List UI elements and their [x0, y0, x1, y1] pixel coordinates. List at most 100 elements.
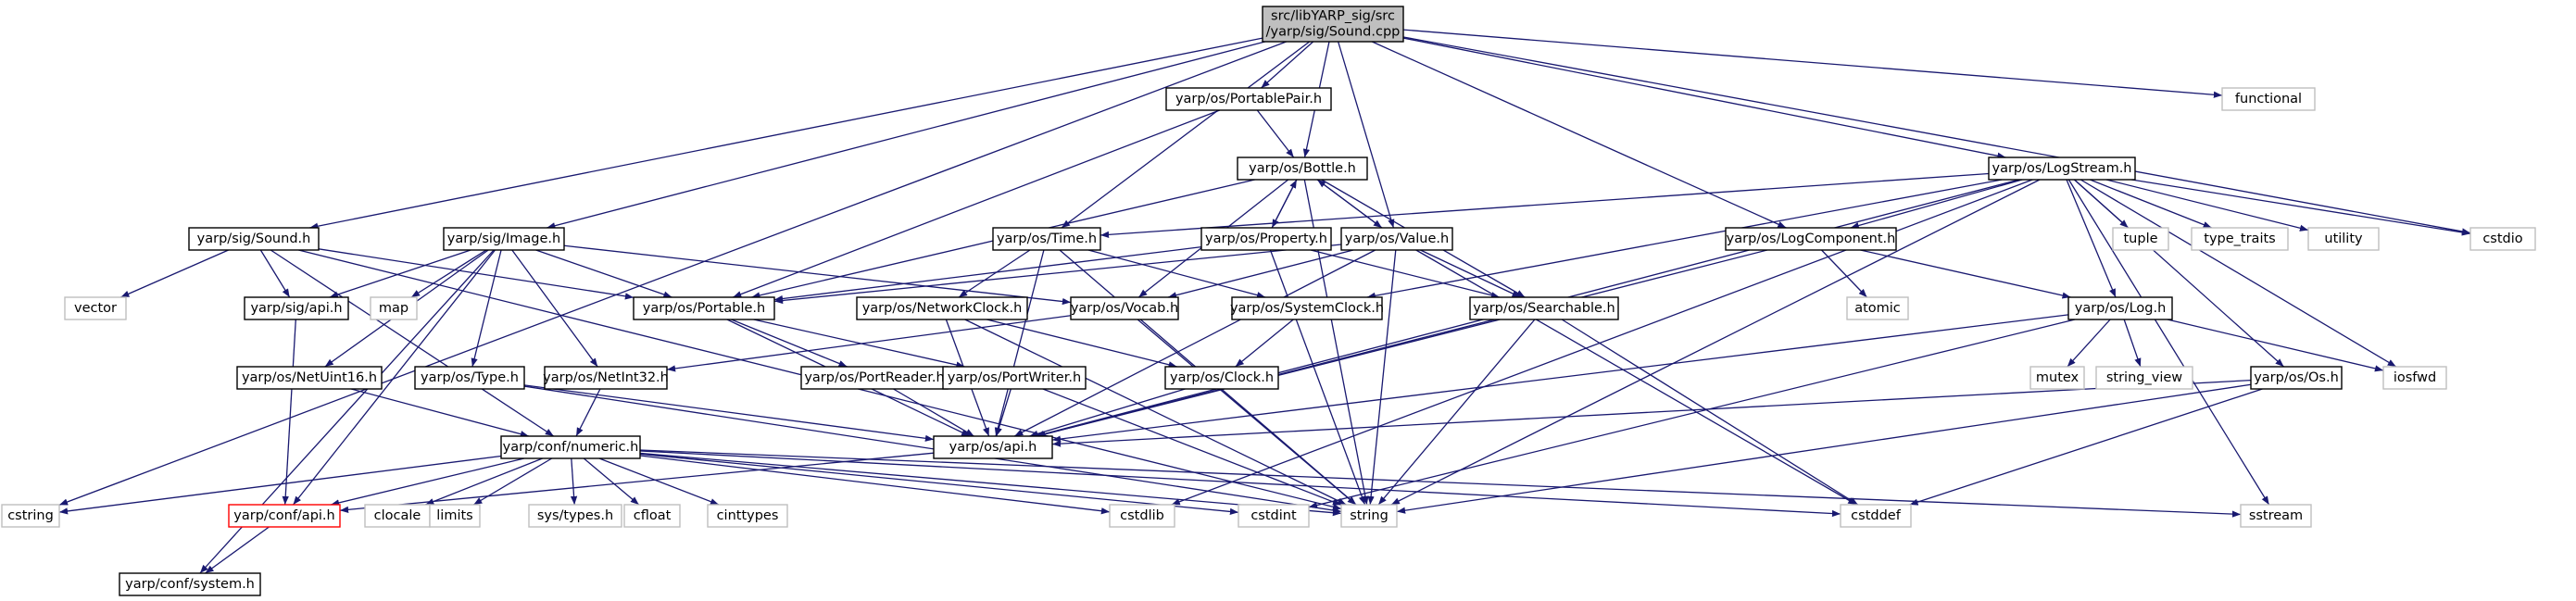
node-vector: vector [64, 296, 127, 320]
node-box [2095, 366, 2193, 390]
edge-numeric-to-systypes [570, 457, 578, 506]
edge-value-to-osapi [1013, 249, 1376, 437]
edge-time-to-osapi [994, 249, 1045, 437]
edge-time-to-systemclock [1087, 249, 1266, 299]
node-box [2240, 504, 2312, 528]
node-time[interactable]: yarp/os/Time.h [992, 227, 1101, 251]
edge-searchable-to-string [1377, 319, 1536, 506]
node-confapi[interactable]: yarp/conf/api.h [228, 504, 341, 528]
node-box [64, 296, 127, 320]
edge-systemclock-to-clock [1235, 319, 1294, 368]
node-label: yarp/os/SystemClock.h [1230, 301, 1384, 316]
node-label: atomic [1854, 301, 1901, 316]
node-label: cstring [7, 508, 54, 523]
node-box [429, 504, 481, 528]
node-log[interactable]: yarp/os/Log.h [2067, 296, 2173, 320]
edge-root-to-time [1061, 41, 1311, 229]
node-label: yarp/os/Vocab.h [1071, 301, 1178, 316]
edge-numeric-to-cstring [58, 455, 502, 515]
node-logstream[interactable]: yarp/os/LogStream.h [1988, 157, 2136, 181]
edge-image-to-sigapi [329, 249, 471, 298]
node-label: /yarp/sig/Sound.cpp [1266, 25, 1401, 40]
node-logcomponent[interactable]: yarp/os/LogComponent.h [1725, 227, 1897, 251]
node-mutex: mutex [2029, 366, 2085, 390]
node-cinttypes: cinttypes [707, 504, 788, 528]
node-osapi[interactable]: yarp/os/api.h [933, 435, 1053, 459]
edge-root-to-value [1338, 41, 1395, 229]
edge-vocab-to-string [1137, 319, 1357, 506]
node-portwriter[interactable]: yarp/os/PortWriter.h [942, 366, 1087, 390]
node-os[interactable]: yarp/os/Os.h [2250, 366, 2343, 390]
node-sigapi[interactable]: yarp/sig/api.h [244, 296, 349, 320]
edge-logcomponent-to-log [1860, 249, 2071, 299]
node-label: clocale [374, 508, 421, 523]
edge-image-to-netint32 [511, 249, 598, 368]
edge-value-to-searchable [1420, 249, 1521, 298]
edge-os-to-string [1396, 383, 2252, 514]
node-portablepair[interactable]: yarp/os/PortablePair.h [1165, 87, 1332, 111]
node-clock[interactable]: yarp/os/Clock.h [1164, 366, 1279, 390]
node-sstream: sstream [2240, 504, 2312, 528]
edge-numeric-to-cinttypes [598, 457, 720, 506]
node-box [528, 504, 622, 528]
node-box [1231, 296, 1383, 320]
edge-log-to-iosfwd [2167, 319, 2384, 372]
edge-numeric-to-cstdlib [639, 455, 1111, 515]
node-type_traits: type_traits [2191, 227, 2289, 251]
node-label: iosfwd [2394, 370, 2436, 385]
node-label: yarp/os/Searchable.h [1473, 301, 1615, 316]
node-box [1109, 504, 1175, 528]
node-vocab[interactable]: yarp/os/Vocab.h [1070, 296, 1179, 320]
node-type[interactable]: yarp/os/Type.h [414, 366, 525, 390]
node-string_view: string_view [2095, 366, 2193, 390]
edge-networkclock-to-clock [986, 319, 1177, 369]
node-numeric[interactable]: yarp/conf/numeric.h [500, 435, 641, 459]
node-searchable[interactable]: yarp/os/Searchable.h [1469, 296, 1619, 320]
node-label: yarp/os/Log.h [2075, 301, 2167, 316]
edge-logstream-to-logcomponent [1850, 179, 2023, 230]
edge-image-to-vocab [563, 244, 1072, 306]
edge-property-to-bottle [1271, 179, 1298, 229]
node-label: map [379, 301, 408, 316]
edge-value-to-bottle [1316, 179, 1383, 229]
edge-osapi-to-confapi [339, 452, 935, 513]
edge-sigapi-to-confapi [282, 319, 296, 506]
node-systemclock[interactable]: yarp/os/SystemClock.h [1230, 296, 1384, 320]
edge-numeric-to-cfloat [583, 457, 640, 506]
node-image[interactable]: yarp/sig/Image.h [443, 227, 565, 251]
node-box [500, 435, 641, 459]
node-label: yarp/os/LogStream.h [1992, 161, 2132, 176]
node-label: yarp/os/Bottle.h [1249, 161, 1356, 176]
edge-value-to-string [1367, 249, 1397, 506]
node-box [370, 296, 418, 320]
edge-log-to-string_view [2123, 319, 2142, 368]
node-value[interactable]: yarp/os/Value.h [1340, 227, 1453, 251]
edge-portwriter-to-osapi [995, 388, 1012, 437]
edge-confapi-to-confsystem [205, 526, 270, 574]
node-label: yarp/conf/api.h [233, 508, 334, 523]
edge-time-to-networkclock [958, 249, 1031, 298]
node-portreader[interactable]: yarp/os/PortReader.h [800, 366, 949, 390]
node-confsystem[interactable]: yarp/conf/system.h [119, 572, 261, 596]
node-netint32[interactable]: yarp/os/NetInt32.h [543, 366, 669, 390]
node-sound[interactable]: yarp/sig/Sound.h [188, 227, 320, 251]
node-property[interactable]: yarp/os/Property.h [1200, 227, 1332, 251]
node-label: yarp/os/Property.h [1205, 232, 1327, 246]
node-box [443, 227, 565, 251]
node-bottle[interactable]: yarp/os/Bottle.h [1237, 157, 1368, 181]
node-root[interactable]: src/libYARP_sig/src/yarp/sig/Sound.cpp [1262, 6, 1404, 43]
node-networkclock[interactable]: yarp/os/NetworkClock.h [856, 296, 1028, 320]
node-portable[interactable]: yarp/os/Portable.h [633, 296, 775, 320]
node-box [228, 504, 341, 528]
node-box [2469, 227, 2536, 251]
edge-logstream-to-tuple [2073, 179, 2130, 229]
node-label: yarp/os/Clock.h [1170, 370, 1274, 385]
edge-logstream-to-log [2066, 179, 2117, 298]
node-box [2382, 366, 2447, 390]
node-box [2067, 296, 2173, 320]
node-box [992, 227, 1101, 251]
node-netuint16[interactable]: yarp/os/NetUint16.h [236, 366, 383, 390]
edge-numeric-to-clocale [425, 457, 543, 506]
node-label: cstdio [2482, 232, 2522, 246]
